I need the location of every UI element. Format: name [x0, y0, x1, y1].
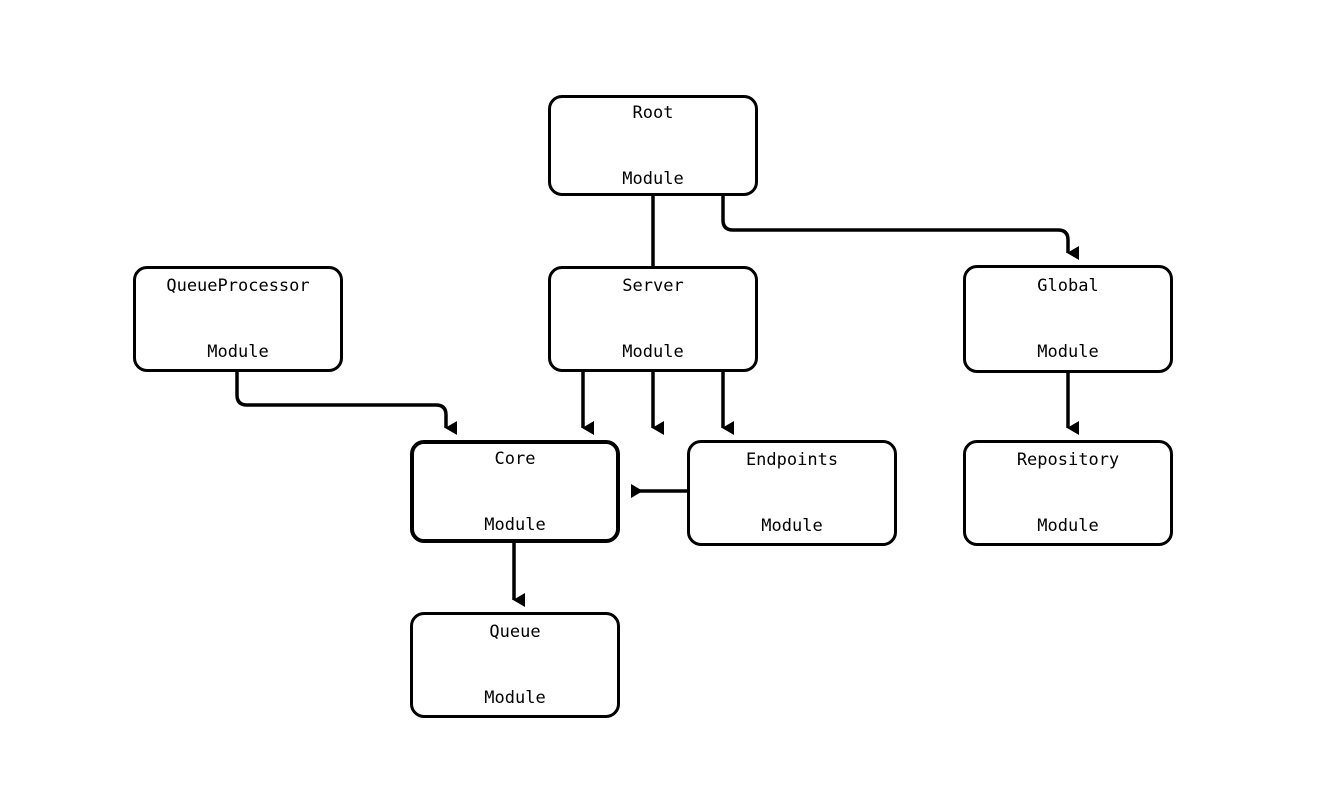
node-root-suffix: Module — [622, 168, 684, 189]
node-global-label: Global Module — [1037, 231, 1098, 407]
node-queueprocessor[interactable]: QueueProcessor Module — [133, 266, 343, 372]
node-core-label: Core Module — [484, 404, 545, 580]
node-queueprocessor-label: QueueProcessor Module — [166, 231, 309, 407]
node-queueprocessor-name: QueueProcessor — [166, 276, 310, 296]
node-server-name: Server — [622, 276, 684, 296]
node-root[interactable]: Root Module — [548, 95, 758, 196]
node-queueprocessor-suffix: Module — [207, 342, 269, 362]
node-core[interactable]: Core Module — [410, 440, 620, 543]
node-endpoints[interactable]: Endpoints Module — [687, 440, 897, 546]
node-endpoints-suffix: Module — [761, 516, 823, 536]
node-queue-suffix: Module — [484, 688, 546, 708]
node-queue-name: Queue — [489, 622, 541, 642]
edge-queueprocessor-core — [235, 372, 457, 435]
node-repository-suffix: Module — [1037, 516, 1099, 536]
node-endpoints-label: Endpoints Module — [746, 405, 838, 581]
node-global[interactable]: Global Module — [963, 265, 1173, 373]
node-global-suffix: Module — [1037, 342, 1099, 362]
node-server-suffix: Module — [622, 342, 684, 362]
node-root-label: Root Module — [622, 58, 683, 234]
edge-root-global — [721, 196, 1079, 260]
node-queue[interactable]: Queue Module — [410, 612, 620, 718]
node-core-suffix: Module — [484, 514, 546, 535]
node-endpoints-name: Endpoints — [745, 450, 839, 470]
node-server[interactable]: Server Module — [548, 266, 758, 372]
node-root-name: Root — [632, 102, 674, 123]
node-repository[interactable]: Repository Module — [963, 440, 1173, 546]
node-queue-label: Queue Module — [484, 577, 545, 753]
node-global-name: Global — [1037, 276, 1099, 296]
node-core-name: Core — [494, 448, 536, 469]
node-server-label: Server Module — [622, 231, 683, 407]
node-repository-label: Repository Module — [1017, 405, 1119, 581]
node-repository-name: Repository — [1016, 450, 1120, 470]
